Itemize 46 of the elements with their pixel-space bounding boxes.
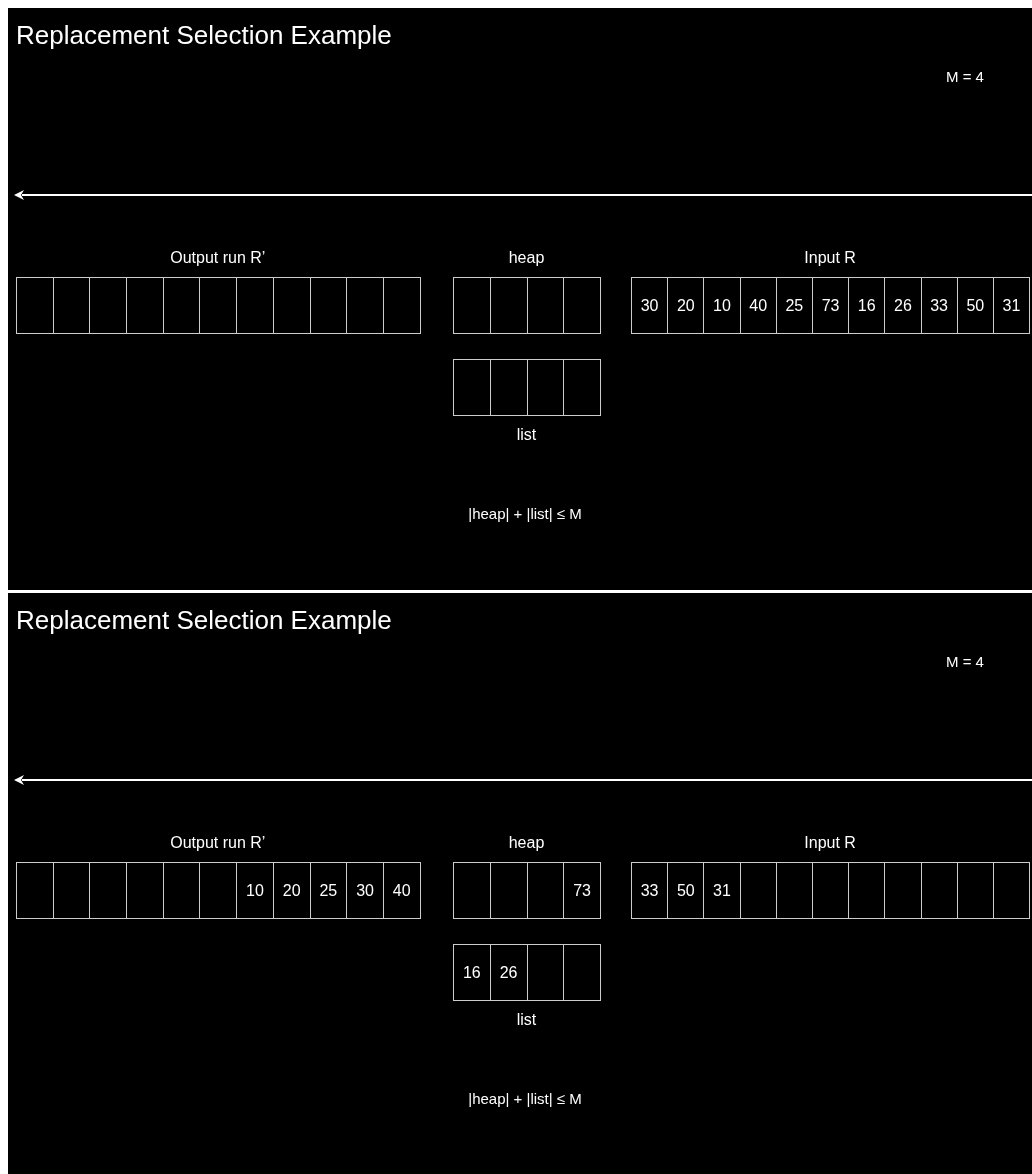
array-cell: 30 (347, 863, 384, 918)
array-cell: 26 (885, 278, 922, 333)
array-label: Input R (804, 249, 856, 267)
array-label: list (516, 426, 537, 444)
slide-panel (8, 593, 1032, 1174)
array-strip (453, 359, 601, 416)
memory-size-label: M = 4 (946, 653, 984, 670)
array-cell: 30 (632, 278, 669, 333)
array-cell: 33 (921, 278, 958, 333)
array-cell: 26 (490, 945, 528, 1000)
array-strip (453, 277, 601, 334)
array-cell: 25 (776, 278, 813, 333)
constraint-note: |heap| + |list| ≤ M (468, 505, 582, 522)
array-cell: 20 (273, 863, 311, 918)
array-cell: 73 (812, 278, 850, 333)
array-cell: 40 (383, 863, 421, 918)
slide-title: Replacement Selection Example (16, 605, 392, 636)
array-cell: 10 (704, 278, 741, 333)
array-strip (631, 862, 1031, 919)
constraint-note: |heap| + |list| ≤ M (468, 1090, 582, 1107)
array-cell: 16 (454, 945, 491, 1000)
memory-size-label: M = 4 (946, 68, 984, 85)
slide-panel (8, 8, 1032, 590)
array-cell: 20 (668, 278, 705, 333)
array-cell: 25 (310, 863, 348, 918)
array-label: heap (508, 834, 545, 852)
array-label: heap (508, 249, 545, 267)
array-strip (453, 862, 601, 919)
array-cell: 16 (849, 278, 886, 333)
array-cell: 31 (993, 278, 1031, 333)
array-cell: 10 (237, 863, 274, 918)
array-cell: 73 (564, 863, 601, 918)
array-label: Output run R’ (170, 834, 266, 852)
array-cell: 31 (704, 863, 741, 918)
array-cell: 33 (632, 863, 669, 918)
array-strip (631, 277, 1031, 334)
array-strip (16, 277, 421, 334)
array-cell: 40 (740, 278, 777, 333)
array-strip (453, 944, 601, 1001)
array-cell: 50 (668, 863, 705, 918)
array-cell: 50 (957, 278, 994, 333)
array-strip (16, 862, 421, 919)
array-label: Output run R’ (170, 249, 266, 267)
array-label: Input R (804, 834, 856, 852)
array-label: list (516, 1011, 537, 1029)
slide-title: Replacement Selection Example (16, 20, 392, 51)
